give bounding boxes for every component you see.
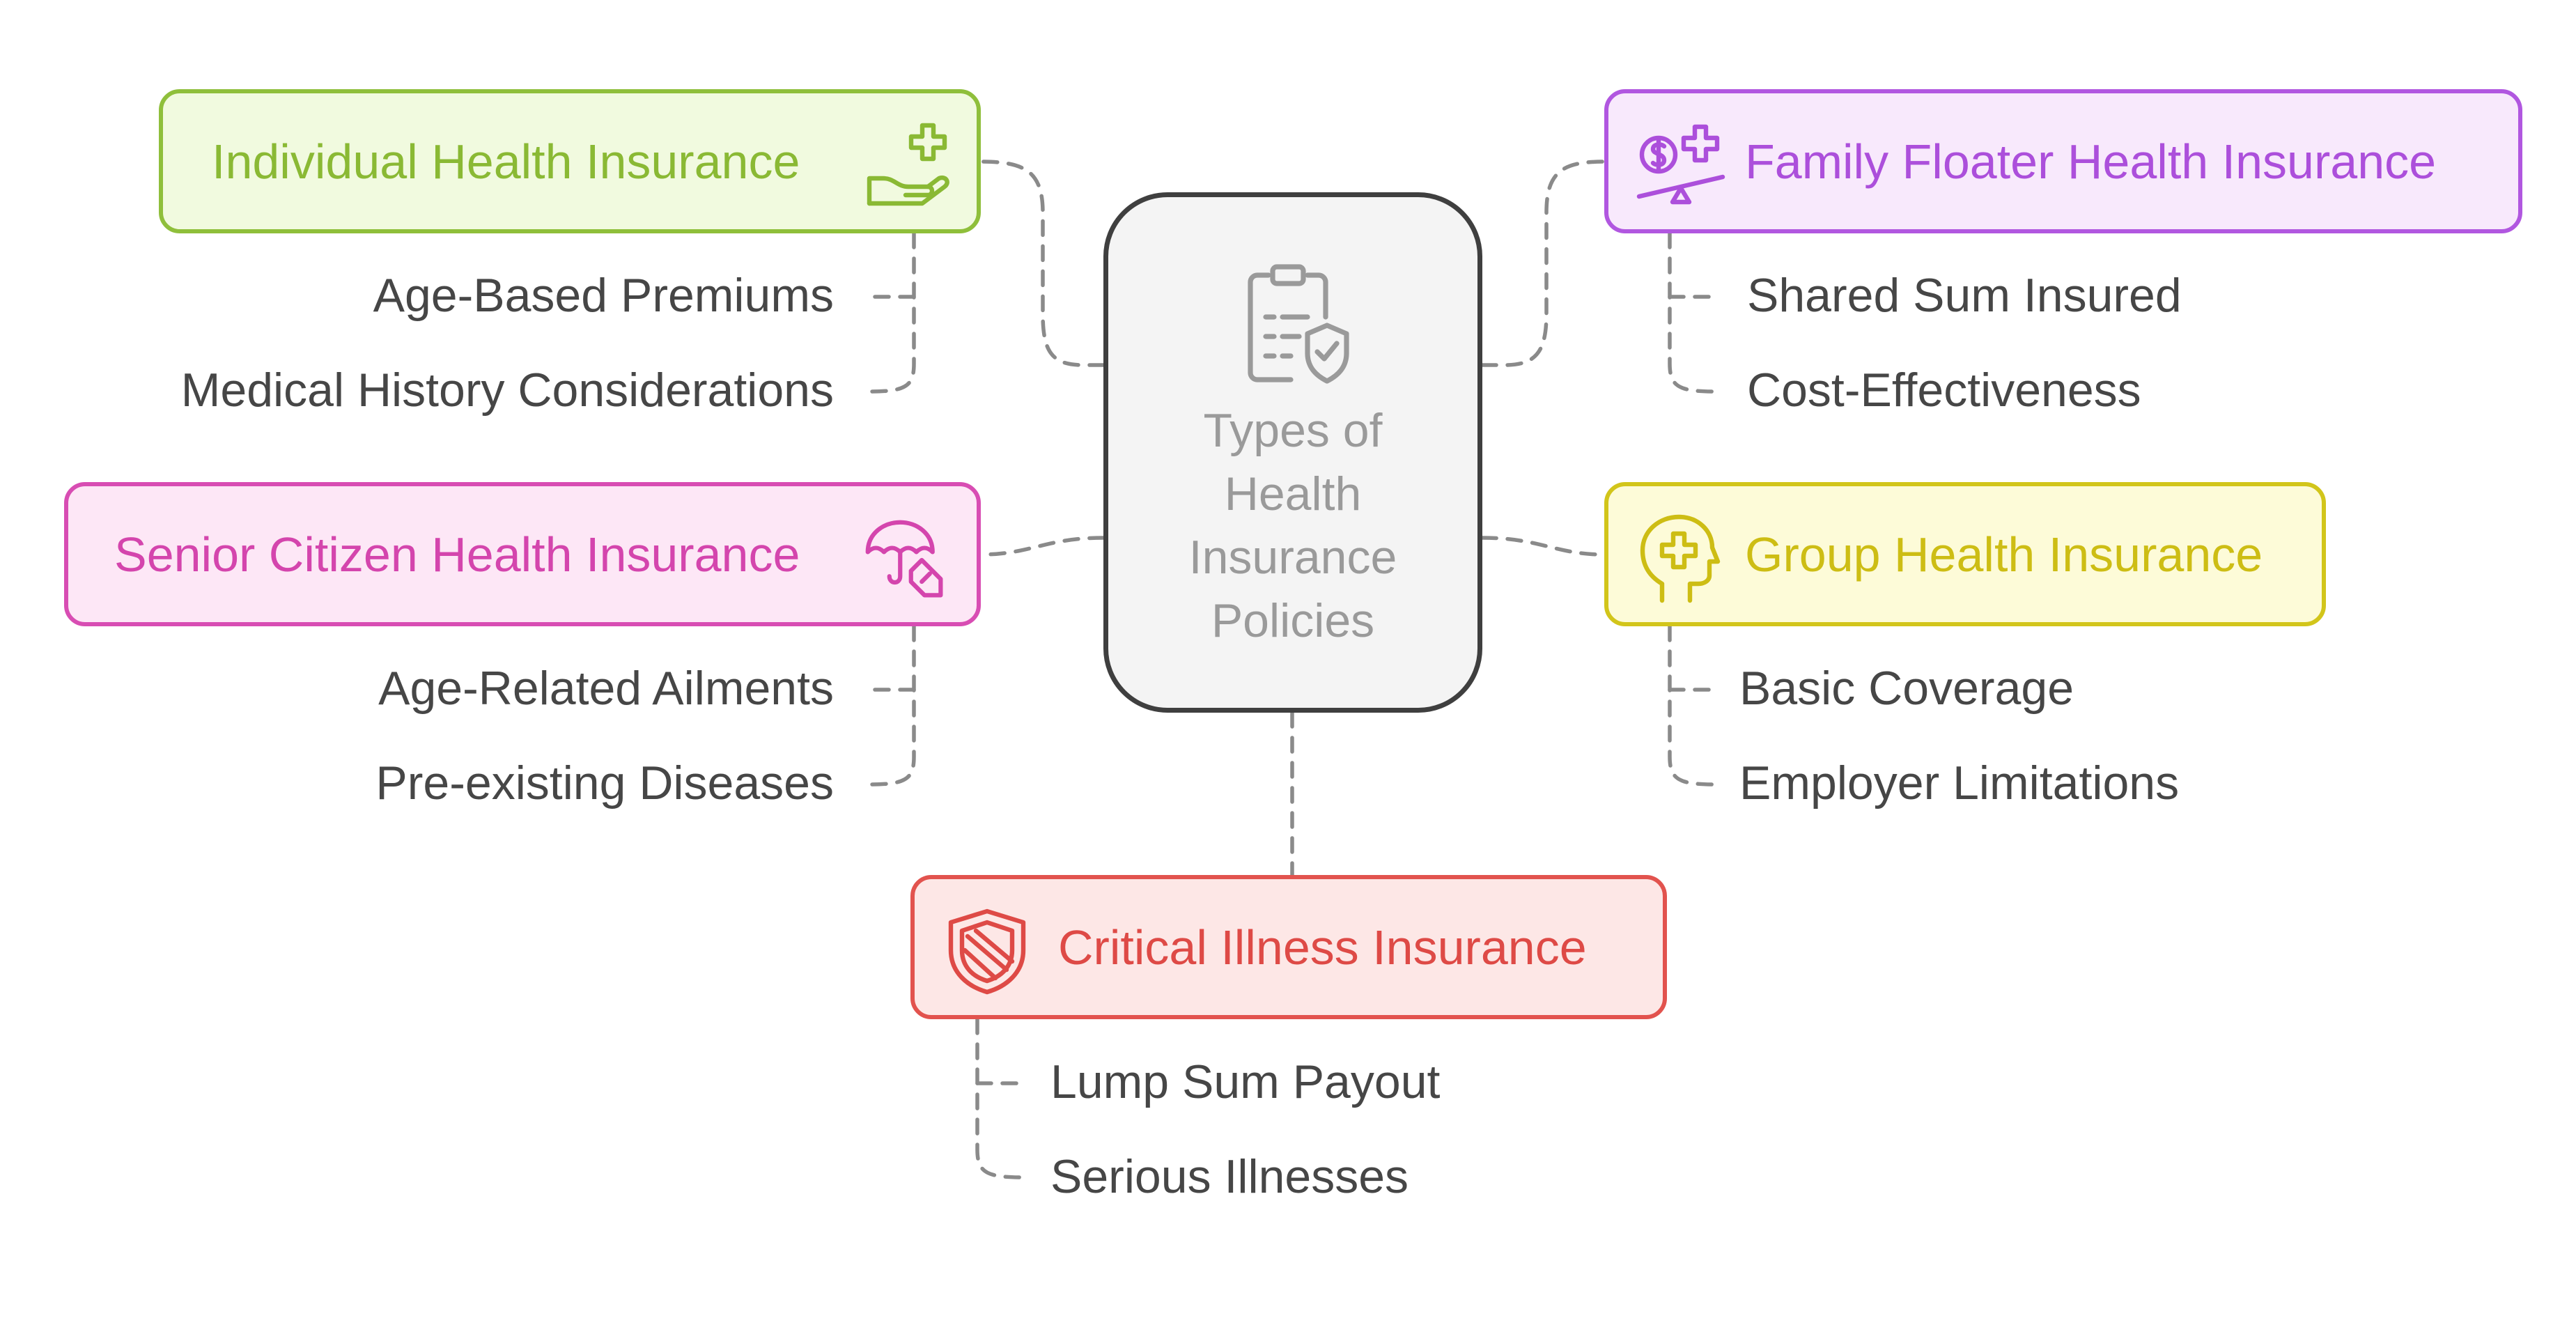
family-item-1: Shared Sum Insured xyxy=(1747,269,2182,322)
family-label: Family Floater Health Insurance xyxy=(1745,134,2437,189)
head-plus-icon xyxy=(1640,514,1721,603)
shield-stripes-icon xyxy=(948,908,1026,995)
individual-item-2: Medical History Considerations xyxy=(180,364,834,417)
connector-family-items xyxy=(1668,231,1717,394)
group-item-1: Basic Coverage xyxy=(1739,662,2074,715)
scale-money-plus-icon xyxy=(1636,124,1725,205)
critical-item-1: Lump Sum Payout xyxy=(1050,1055,1441,1108)
center-title: Types of Health Insurance Policies xyxy=(1188,404,1397,647)
critical-illness-insurance-node: Critical Illness Insurance xyxy=(910,875,1667,1019)
group-health-insurance-node: Group Health Insurance xyxy=(1604,482,2326,626)
connector-center-senior xyxy=(979,536,1105,557)
connector-individual-items xyxy=(867,231,916,394)
connector-center-group xyxy=(1480,536,1606,557)
individual-item-1: Age-Based Premiums xyxy=(373,269,834,322)
group-item-2: Employer Limitations xyxy=(1739,757,2180,810)
individual-health-insurance-node: Individual Health Insurance xyxy=(159,89,981,233)
senior-item-1: Age-Related Ailments xyxy=(378,662,834,715)
critical-item-2: Serious Illnesses xyxy=(1050,1150,1409,1203)
connector-center-family xyxy=(1480,160,1606,367)
hand-plus-icon xyxy=(867,123,949,206)
center-node: Types of Health Insurance Policies xyxy=(1103,192,1482,713)
connector-center-individual xyxy=(979,160,1105,367)
connector-critical-items xyxy=(975,1017,1025,1179)
individual-label: Individual Health Insurance xyxy=(212,134,800,189)
senior-citizen-health-insurance-node: Senior Citizen Health Insurance xyxy=(64,482,981,626)
family-floater-health-insurance-node: Family Floater Health Insurance xyxy=(1604,89,2522,233)
senior-item-2: Pre-existing Diseases xyxy=(375,757,834,810)
senior-label: Senior Citizen Health Insurance xyxy=(114,527,800,582)
critical-label: Critical Illness Insurance xyxy=(1058,920,1587,975)
connector-senior-items xyxy=(867,624,916,787)
umbrella-hand-icon xyxy=(865,520,943,598)
family-item-2: Cost-Effectiveness xyxy=(1747,364,2141,417)
clipboard-shield-check-icon xyxy=(1248,264,1349,384)
group-label: Group Health Insurance xyxy=(1745,527,2263,582)
connector-group-items xyxy=(1668,624,1717,787)
